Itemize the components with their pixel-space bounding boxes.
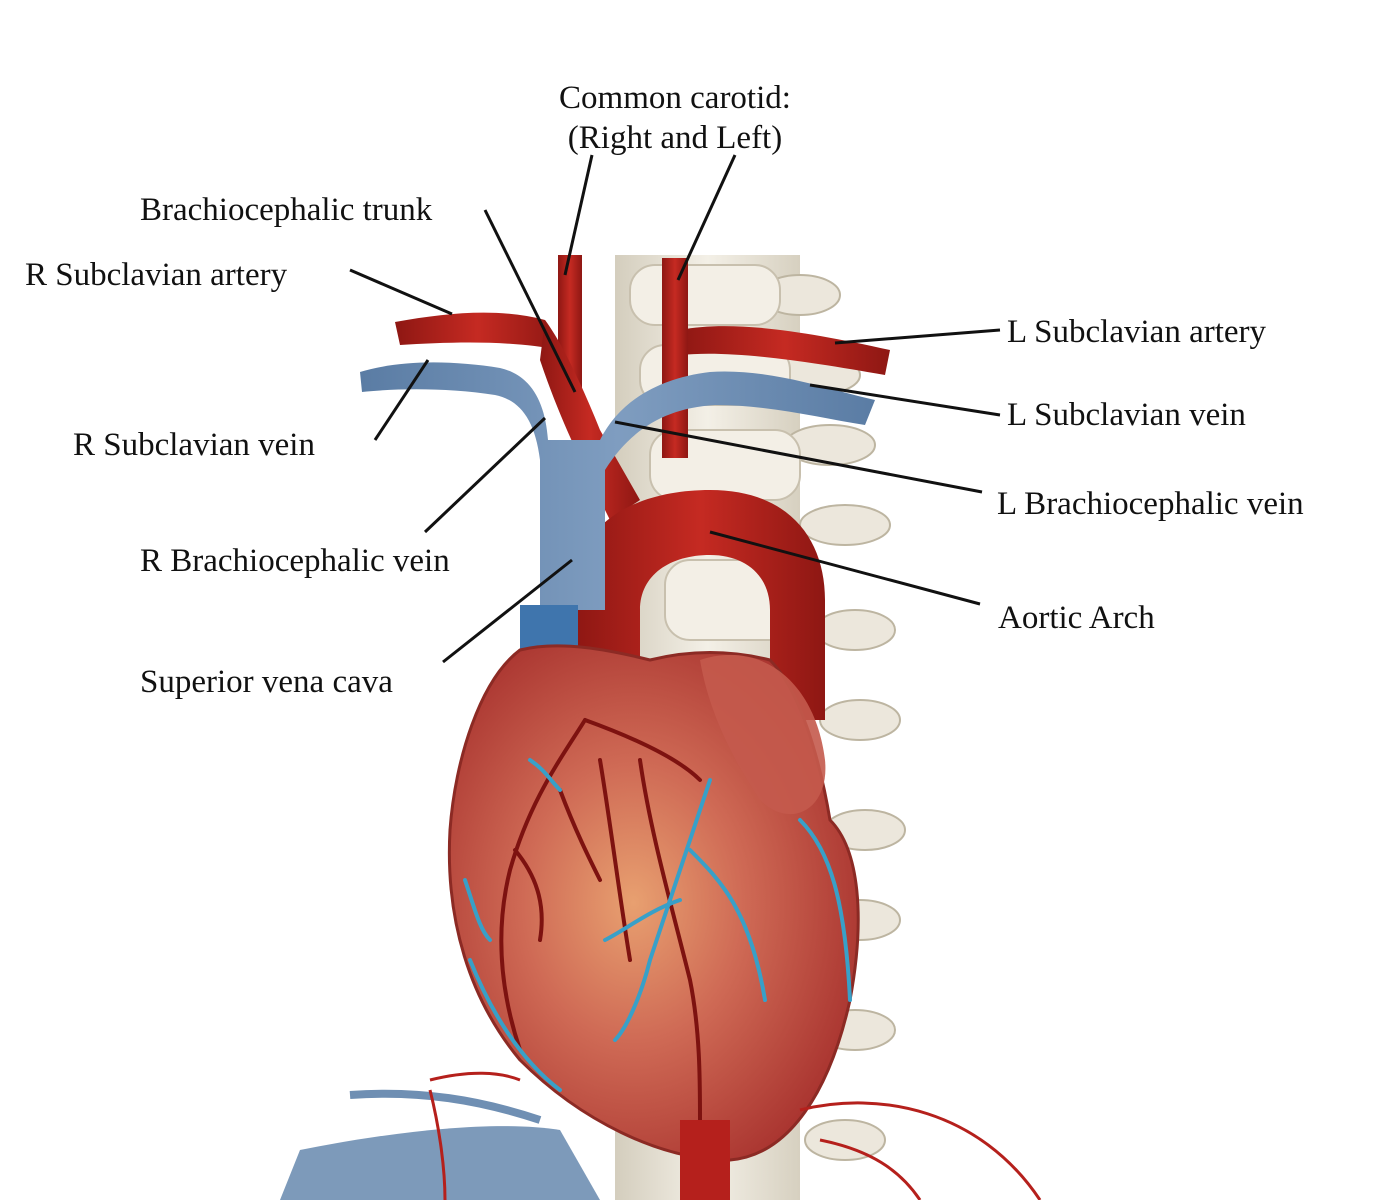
inferior-vessels — [280, 1071, 1042, 1200]
coronary-arteries — [499, 718, 702, 1122]
label-r-subclavian-vein: R Subclavian vein — [73, 427, 315, 463]
leader-r-common-carotid — [563, 154, 594, 276]
label-l-subclavian-vein: L Subclavian vein — [1007, 397, 1246, 433]
leader-l-brachiocephalic-vein — [614, 420, 983, 494]
coronary-veins — [463, 758, 852, 1092]
l-common-carotid-shape — [662, 258, 688, 458]
label-superior-vena-cava: Superior vena cava — [140, 664, 393, 700]
label-l-subclavian-artery: L Subclavian artery — [1007, 314, 1267, 350]
r-subclavian-artery-shape — [395, 312, 560, 350]
label-common-carotid-line1: Common carotid: — [559, 80, 791, 116]
leader-aortic-arch — [709, 530, 981, 606]
label-common-carotid-line2: (Right and Left) — [567, 120, 783, 156]
leader-brachiocephalic-trunk — [483, 209, 577, 393]
label-aortic-arch: Aortic Arch — [998, 600, 1155, 636]
leader-l-subclavian-artery — [834, 328, 1001, 345]
leader-r-subclavian-vein — [373, 359, 430, 441]
leader-l-common-carotid — [676, 154, 737, 281]
leader-r-brachiocephalic-vein — [423, 416, 547, 534]
leader-r-subclavian-artery — [349, 268, 453, 316]
leader-lines — [349, 154, 1001, 664]
left-atrial-appendage-shape — [700, 654, 826, 815]
leader-l-subclavian-vein — [809, 383, 1001, 417]
l-subclavian-artery-shape — [680, 326, 890, 375]
label-r-subclavian-artery: R Subclavian artery — [25, 257, 288, 293]
label-l-brachiocephalic-vein: L Brachiocephalic vein — [997, 486, 1304, 522]
label-brachiocephalic-trunk: Brachiocephalic trunk — [140, 192, 433, 228]
label-common-carotid: Common carotid: (Right and Left) — [530, 78, 820, 158]
leader-superior-vena-cava — [442, 558, 573, 664]
label-r-brachiocephalic-vein: R Brachiocephalic vein — [140, 543, 450, 579]
